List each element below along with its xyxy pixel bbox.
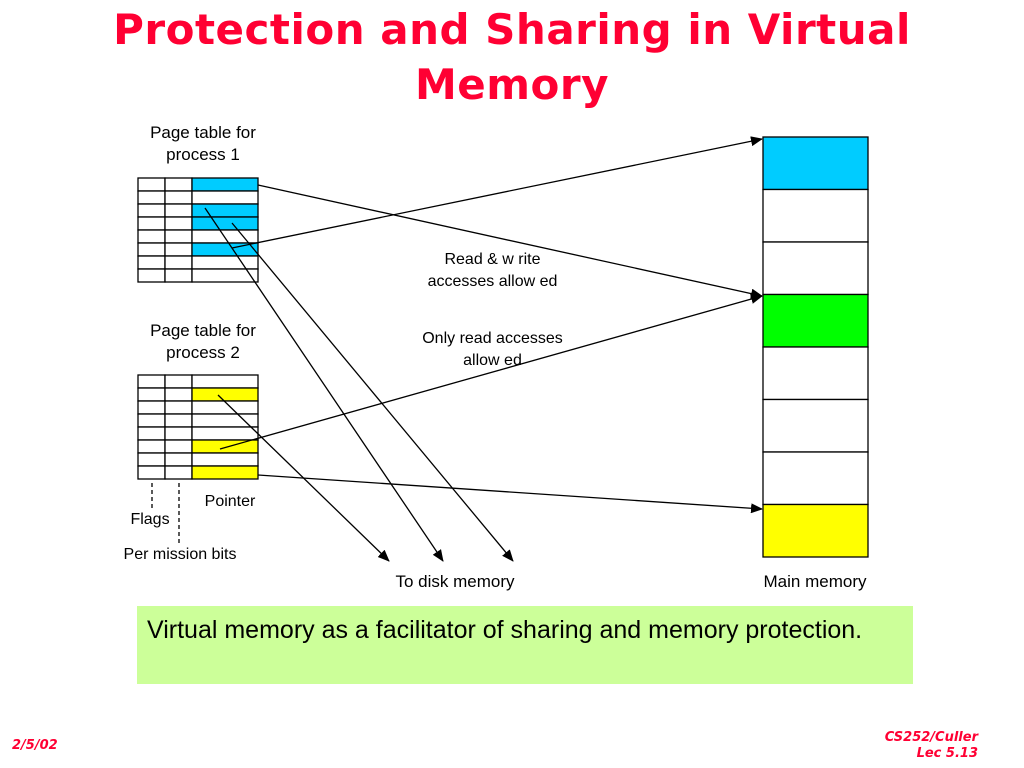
- read-write-label-line-2: accesses allow ed: [427, 273, 558, 290]
- read-only-label-line-1: Only read accesses: [422, 330, 563, 347]
- pt2-entry-row-6-col-1: [164, 452, 193, 467]
- pt2-entry-row-4-col-1: [164, 426, 193, 441]
- summary-callout: Virtual memory as a facilitator of shari…: [137, 606, 913, 684]
- pt2-entry-row-0-col-2: [191, 374, 259, 389]
- pt1-entry-row-6-col-0: [137, 255, 166, 270]
- pt1-entry-row-6-col-2: [191, 255, 259, 270]
- pt1-entry-row-7-col-1: [164, 268, 193, 283]
- arrow-p1-row5-to-frame0: [231, 136, 763, 249]
- arrow-p2-row1-to-disk: [217, 394, 390, 562]
- pt1-entry-row-3-col-2: [191, 216, 259, 231]
- pt1-entry-row-3-col-0: [137, 216, 166, 231]
- pt1-entry-row-2-col-0: [137, 203, 166, 218]
- footer-date: 2/5/02: [12, 738, 58, 753]
- read-only-label-line-2: allow ed: [463, 352, 522, 369]
- slide-title: Protection and Sharing in Virtual Memory: [0, 2, 1024, 112]
- permission-bits-label: Per mission bits: [123, 546, 237, 563]
- main-memory: [762, 136, 869, 558]
- page-table-2-label-line-2: process 2: [166, 343, 240, 362]
- pt1-entry-row-6-col-1: [164, 255, 193, 270]
- pt2-entry-row-7-col-0: [137, 465, 166, 480]
- page-table-1-label-line-2: process 1: [166, 145, 240, 164]
- arrow-p1-row3-to-disk: [231, 222, 514, 562]
- page-table-process-1: [137, 177, 259, 283]
- pt1-entry-row-1-col-2: [191, 190, 259, 205]
- pt2-entry-row-2-col-1: [164, 400, 193, 415]
- pt2-entry-row-5-col-0: [137, 439, 166, 454]
- pt2-entry-row-2-col-2: [191, 400, 259, 415]
- arrow-p1-row2-to-disk: [204, 207, 444, 562]
- arrow-p1-row0-to-frame3: [257, 184, 763, 299]
- pt2-entry-row-1-col-2: [191, 387, 259, 402]
- memory-frame-0: [762, 136, 869, 191]
- pt2-entry-row-1-col-1: [164, 387, 193, 402]
- pt1-entry-row-2-col-2: [191, 203, 259, 218]
- pt1-entry-row-0-col-0: [137, 177, 166, 192]
- pt1-entry-row-4-col-1: [164, 229, 193, 244]
- flags-label: Flags: [130, 511, 170, 528]
- pt1-entry-row-5-col-1: [164, 242, 193, 257]
- pt2-entry-row-4-col-0: [137, 426, 166, 441]
- slide-title-line-2: Memory: [415, 60, 609, 109]
- arrow-p2-row5-to-frame3: [219, 294, 763, 450]
- pt2-entry-row-3-col-0: [137, 413, 166, 428]
- pt1-entry-row-1-col-0: [137, 190, 166, 205]
- page-table-1-label: Page table for process 1: [120, 122, 286, 166]
- memory-frame-4: [762, 346, 869, 401]
- read-write-label-line-1: Read & w rite: [444, 251, 541, 268]
- memory-frame-3: [762, 293, 869, 348]
- pt2-entry-row-4-col-2: [191, 426, 259, 441]
- read-only-label: Only read accesses allow ed: [395, 328, 590, 372]
- memory-frame-7: [762, 503, 869, 558]
- page-table-2-label-line-1: Page table for: [150, 321, 256, 340]
- arrow-p2-row7-to-frame7: [257, 474, 763, 514]
- page-table-1-label-line-1: Page table for: [150, 123, 256, 142]
- pointer-label: Pointer: [204, 493, 256, 510]
- memory-frame-6: [762, 451, 869, 506]
- main-memory-label: Main memory: [763, 572, 867, 591]
- pt2-entry-row-7-col-1: [164, 465, 193, 480]
- pt2-entry-row-2-col-0: [137, 400, 166, 415]
- pt1-entry-row-0-col-1: [164, 177, 193, 192]
- memory-frame-2: [762, 241, 869, 296]
- memory-frame-5: [762, 398, 869, 453]
- pt2-entry-row-3-col-1: [164, 413, 193, 428]
- footer-lecture: Lec 5.13: [916, 746, 978, 761]
- pt2-entry-row-6-col-2: [191, 452, 259, 467]
- pt2-entry-row-6-col-0: [137, 452, 166, 467]
- slide-title-line-1: Protection and Sharing in Virtual: [113, 5, 911, 54]
- pt2-entry-row-7-col-2: [191, 465, 259, 480]
- pt1-entry-row-3-col-1: [164, 216, 193, 231]
- read-write-label: Read & w rite accesses allow ed: [400, 249, 585, 293]
- pt1-entry-row-4-col-0: [137, 229, 166, 244]
- disk-memory-label: To disk memory: [395, 572, 515, 591]
- pt2-entry-row-5-col-2: [191, 439, 259, 454]
- pt1-entry-row-4-col-2: [191, 229, 259, 244]
- footer-course: CS252/Culler: [884, 730, 978, 745]
- pt1-entry-row-7-col-2: [191, 268, 259, 283]
- pt2-entry-row-0-col-0: [137, 374, 166, 389]
- pt2-entry-row-0-col-1: [164, 374, 193, 389]
- page-table-process-2: [137, 374, 259, 480]
- pt2-entry-row-5-col-1: [164, 439, 193, 454]
- pt1-entry-row-5-col-0: [137, 242, 166, 257]
- pt1-entry-row-1-col-1: [164, 190, 193, 205]
- pt1-entry-row-2-col-1: [164, 203, 193, 218]
- pt1-entry-row-0-col-2: [191, 177, 259, 192]
- page-table-2-label: Page table for process 2: [120, 320, 286, 364]
- memory-frame-1: [762, 188, 869, 243]
- pt2-entry-row-1-col-0: [137, 387, 166, 402]
- pt1-entry-row-7-col-0: [137, 268, 166, 283]
